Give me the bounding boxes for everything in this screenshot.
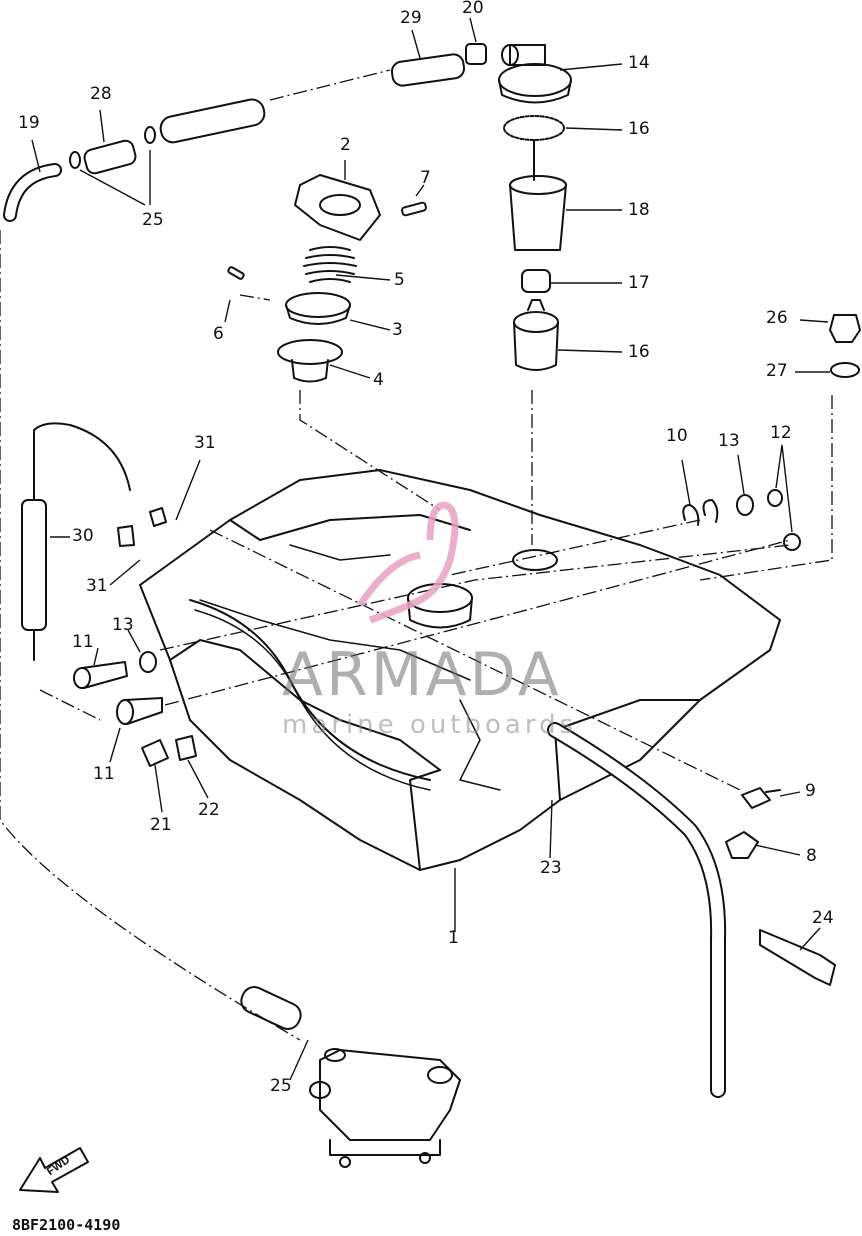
grommet-12-top — [767, 489, 783, 507]
filter-16-lower — [513, 299, 559, 371]
clip-22 — [175, 735, 197, 761]
fitting-14 — [498, 44, 572, 104]
cap-21 — [141, 739, 169, 767]
callout-10: 10 — [666, 426, 688, 446]
callout-1: 1 — [448, 928, 459, 948]
callout-19: 19 — [18, 113, 40, 133]
callout-31-lower: 31 — [86, 576, 108, 596]
watermark-tagline: marine outboards — [282, 710, 578, 740]
clip-31-upper — [149, 507, 167, 527]
nut-26 — [829, 314, 861, 343]
filter-18 — [509, 175, 567, 251]
callout-31-upper: 31 — [194, 433, 216, 453]
callout-13-right: 13 — [718, 431, 740, 451]
callout-17: 17 — [628, 273, 650, 293]
clamp-9 — [741, 787, 781, 809]
callout-8: 8 — [806, 846, 817, 866]
callout-2: 2 — [340, 135, 351, 155]
callout-26: 26 — [766, 308, 788, 328]
callout-24: 24 — [812, 908, 834, 928]
watermark-brand: ARMADA — [282, 640, 562, 710]
watermark-logo — [357, 501, 459, 624]
washer-27 — [830, 362, 860, 378]
hose-lower — [240, 986, 302, 1030]
cap-2 — [294, 174, 381, 241]
callout-5: 5 — [394, 270, 405, 290]
pin-6 — [227, 266, 245, 280]
clip-10 — [682, 499, 719, 526]
callout-20: 20 — [462, 0, 484, 18]
hose-top — [159, 98, 266, 144]
callout-28: 28 — [90, 84, 112, 104]
hose-29 — [390, 53, 466, 87]
callout-7: 7 — [420, 168, 431, 188]
callout-12: 12 — [770, 423, 792, 443]
callout-3: 3 — [392, 320, 403, 340]
callout-14: 14 — [628, 53, 650, 73]
band-24 — [759, 929, 836, 986]
bolt-11-lower — [116, 697, 163, 725]
pin-7 — [401, 201, 427, 217]
callout-9: 9 — [805, 781, 816, 801]
gasket-4 — [277, 339, 343, 383]
callout-11-upper: 11 — [72, 632, 94, 652]
grommet-13-right — [736, 494, 754, 516]
callout-13-left: 13 — [112, 615, 134, 635]
o-ring — [503, 115, 565, 141]
callout-16-upper: 16 — [628, 119, 650, 139]
joint-28 — [69, 126, 156, 175]
callout-6: 6 — [213, 324, 224, 344]
weight-17 — [521, 269, 551, 293]
clip-20 — [465, 43, 487, 65]
clip-31-lower — [117, 525, 135, 547]
callout-11-lower: 11 — [93, 764, 115, 784]
callout-23: 23 — [540, 858, 562, 878]
callout-27: 27 — [766, 361, 788, 381]
callout-16-lower: 16 — [628, 342, 650, 362]
grommet-8 — [725, 831, 759, 859]
callout-29: 29 — [400, 8, 422, 28]
fuel-pump — [309, 1048, 461, 1168]
callout-25-upper: 25 — [142, 210, 164, 230]
grommet-13-left — [139, 651, 157, 673]
spring-5 — [303, 246, 357, 283]
ring-3 — [285, 292, 351, 325]
callout-21: 21 — [150, 815, 172, 835]
callout-25-lower: 25 — [270, 1076, 292, 1096]
grommet-12-bottom — [783, 533, 801, 551]
hose-30 — [21, 422, 131, 661]
diagram-code: 8BF2100-4190 — [12, 1216, 121, 1234]
fwd-arrow — [19, 1147, 89, 1193]
callout-18: 18 — [628, 200, 650, 220]
bolt-11-upper — [73, 661, 128, 689]
callout-30: 30 — [72, 526, 94, 546]
callout-22: 22 — [198, 800, 220, 820]
callout-4: 4 — [373, 370, 384, 390]
